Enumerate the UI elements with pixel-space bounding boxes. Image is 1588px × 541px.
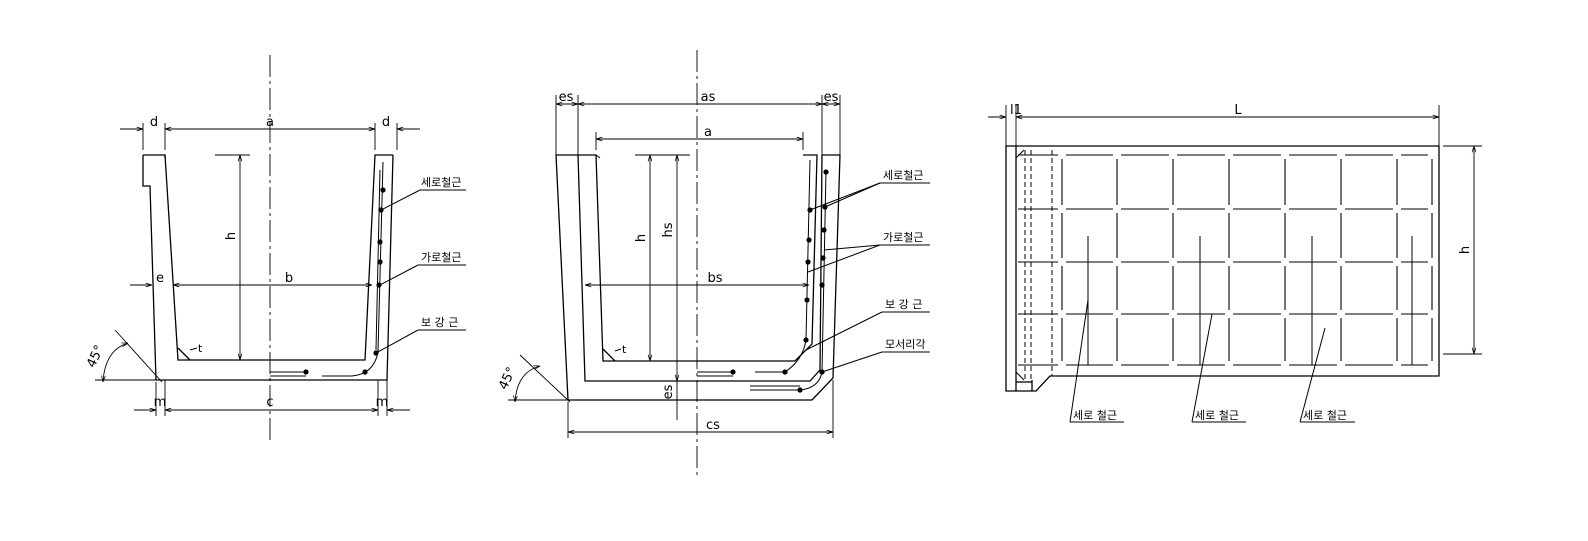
rebar-dot — [806, 237, 812, 243]
angle-arc — [515, 366, 540, 402]
label-c: c — [266, 395, 273, 410]
end-hatch — [1015, 149, 1025, 381]
label-h: h — [1458, 246, 1473, 254]
rebar-dot — [820, 255, 826, 261]
label-h: h — [224, 232, 239, 240]
label-hs: hs — [661, 222, 676, 237]
callout-reinforcement: 보 강 근 — [421, 316, 458, 329]
outer-profile — [555, 154, 841, 401]
leader — [375, 329, 419, 354]
label-angle: 45° — [496, 365, 519, 392]
label-d-left: d — [150, 115, 158, 130]
label-d-right: d — [382, 115, 390, 130]
rebar-dot — [380, 187, 386, 193]
angle-line — [114, 329, 163, 383]
outer-profile — [142, 154, 394, 381]
callout-vertical-rebar: 세로철근 — [421, 176, 461, 189]
rebar-dot — [804, 297, 810, 303]
callout-reinforcement: 보 강 근 — [885, 298, 922, 311]
leader — [380, 189, 421, 211]
rebar-dot — [782, 369, 788, 375]
callout-horizontal-rebar: 가로철근 — [421, 251, 461, 264]
inner-profile — [578, 154, 818, 362]
leader — [1299, 327, 1326, 423]
rebar-dot — [376, 282, 382, 288]
leader — [379, 264, 419, 286]
rebar-dot — [730, 369, 736, 375]
label-t: t — [622, 343, 627, 356]
label-e: e — [156, 271, 164, 286]
callout-vertical-rebar-1: 세로 철근 — [1073, 409, 1117, 422]
callout-vertical-rebar-3: 세로 철근 — [1303, 409, 1347, 422]
callout-vertical-rebar: 세로철근 — [883, 169, 923, 182]
rebar-dot — [377, 239, 383, 245]
rebar-dot — [821, 227, 827, 233]
rebar-line — [322, 161, 384, 377]
label-es-left: es — [559, 90, 574, 105]
label-es-right: es — [824, 90, 839, 105]
outer-outline — [1005, 145, 1440, 392]
rebar-dot — [362, 369, 368, 375]
label-b: b — [285, 271, 293, 286]
left-section-view: d a d h e b t 45° m c m 세로철근 — [84, 55, 466, 442]
middle-section-view: es as es a h hs bs t es 45° cs — [496, 50, 930, 478]
t-leader — [189, 347, 198, 351]
label-m-right: m — [376, 395, 389, 410]
leader — [809, 182, 881, 211]
label-angle: 45° — [84, 343, 107, 370]
rebar-dot — [805, 259, 811, 265]
leader — [823, 244, 881, 251]
leader — [824, 182, 881, 208]
right-elevation-view: l1 L h 세로 철근 세로 철근 세로 철근 — [988, 103, 1482, 423]
inner-profile — [143, 154, 393, 361]
rebar-inner — [755, 159, 811, 373]
leader — [805, 311, 883, 351]
callout-horizontal-rebar: 가로철근 — [883, 231, 923, 244]
label-a: a — [266, 115, 274, 130]
outer-shell-inner — [556, 154, 840, 382]
label-h: h — [634, 234, 649, 242]
angle-arc — [103, 342, 128, 382]
callout-corner: 모서리각 — [885, 338, 925, 351]
leader — [821, 351, 883, 373]
angle-line — [519, 354, 571, 403]
floor-chamfer — [177, 347, 191, 361]
rebar-dot — [819, 282, 825, 288]
rebar-dot — [803, 337, 809, 343]
leader — [807, 244, 881, 273]
label-m-left: m — [154, 395, 167, 410]
label-a: a — [704, 125, 712, 140]
label-l1: l1 — [1010, 103, 1022, 118]
rebar-line-inner — [375, 169, 381, 351]
rebar-dot — [797, 387, 803, 393]
leader — [1069, 299, 1089, 423]
leader — [1191, 313, 1213, 423]
label-bs: bs — [707, 271, 722, 286]
rebar-grid — [1018, 154, 1433, 366]
label-es-bottom: es — [661, 384, 676, 399]
label-as: as — [701, 90, 716, 105]
callout-vertical-rebar-2: 세로 철근 — [1195, 409, 1239, 422]
rebar-dot — [303, 369, 309, 375]
rim — [595, 154, 601, 159]
label-L: L — [1234, 103, 1242, 118]
label-t: t — [198, 342, 203, 355]
label-cs: cs — [706, 418, 720, 433]
rebar-dot — [823, 169, 829, 175]
floor-chamfer — [602, 348, 616, 362]
t-leader — [614, 348, 622, 352]
rebar-dot — [377, 259, 383, 265]
